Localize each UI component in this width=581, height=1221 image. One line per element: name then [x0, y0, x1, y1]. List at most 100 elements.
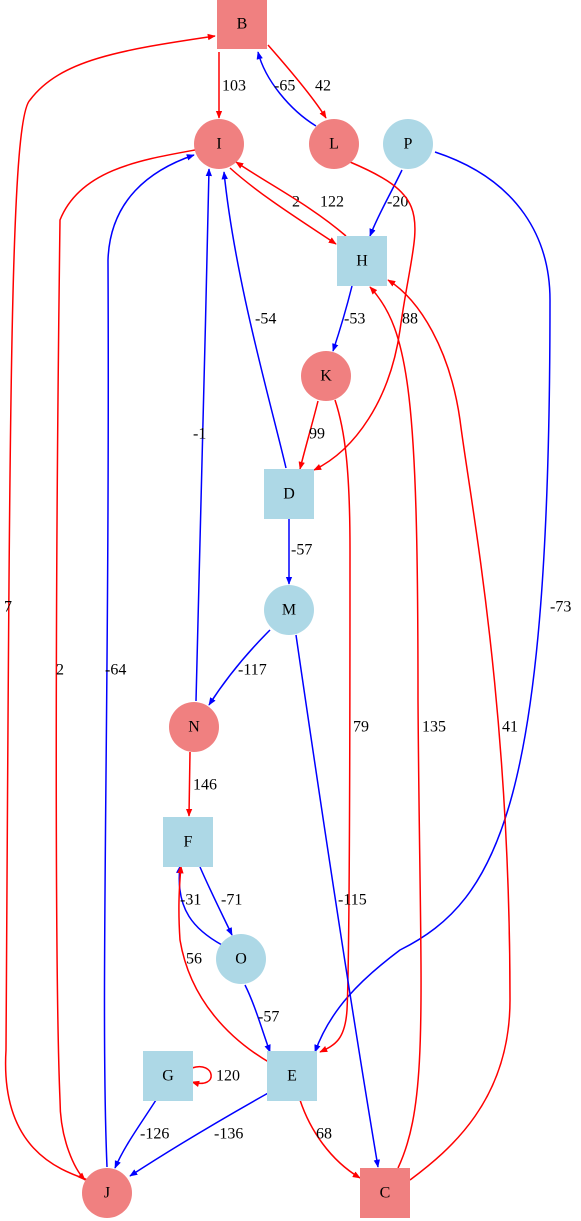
node-label: P	[404, 136, 413, 153]
edge-weight-label: -1	[193, 426, 206, 443]
edge-G-J: -126	[114, 1099, 169, 1169]
edge-weight-label: -136	[214, 1126, 243, 1143]
edge-line	[208, 629, 271, 706]
edge-B-I: 103	[215, 52, 246, 119]
edge-line	[256, 51, 317, 127]
edge-P-H: -20	[369, 169, 408, 237]
node-label: G	[162, 1068, 174, 1085]
node-label: F	[184, 834, 193, 851]
edge-E-F: 56	[177, 865, 273, 1065]
node-label: M	[282, 602, 296, 619]
node-circle	[82, 1168, 132, 1218]
edge-weight-label: -115	[338, 892, 367, 909]
edge-H-I: 122	[235, 161, 347, 237]
node-square	[267, 1051, 317, 1101]
node-circle	[194, 119, 244, 169]
edge-weight-label: -57	[258, 1009, 279, 1026]
edge-N-I: -1	[193, 168, 213, 702]
edge-L-D: 88	[313, 161, 418, 471]
edge-J-B: 7	[4, 33, 216, 1181]
edge-weight-label: 120	[216, 1068, 240, 1085]
node-G: G	[143, 1051, 193, 1101]
edge-weight-label: -31	[180, 892, 201, 909]
edge-line	[267, 44, 327, 119]
node-I: I	[194, 119, 244, 169]
node-circle	[169, 702, 219, 752]
node-label: B	[237, 16, 248, 33]
edge-weight-label: -64	[105, 662, 126, 679]
edge-weight-label: 99	[309, 426, 325, 443]
edge-line	[298, 400, 319, 470]
edge-E-J: -136	[129, 1091, 271, 1177]
edge-weight-label: 103	[222, 78, 246, 95]
node-circle	[264, 585, 314, 635]
node-square	[337, 236, 387, 286]
edge-weight-label: 42	[315, 78, 331, 95]
node-square	[163, 817, 213, 867]
node-J: J	[82, 1168, 132, 1218]
node-D: D	[264, 469, 314, 519]
edge-weight-label: 41	[502, 719, 518, 736]
node-circle	[301, 351, 351, 401]
edge-B-L: 42	[267, 44, 331, 119]
node-F: F	[163, 817, 213, 867]
edge-line	[55, 149, 196, 1181]
edge-line	[313, 161, 416, 471]
edge-weight-label: -126	[140, 1126, 169, 1143]
edge-line	[295, 634, 380, 1168]
edge-line	[235, 161, 347, 237]
edge-O-E: -57	[244, 984, 279, 1053]
edge-weight-label: 2	[292, 194, 300, 211]
edge-line	[103, 154, 195, 1168]
node-O: O	[216, 934, 266, 984]
edge-line	[185, 751, 193, 817]
node-square	[264, 469, 314, 519]
edge-weight-label: 7	[4, 599, 12, 616]
edge-I-H: 2	[229, 167, 337, 245]
node-L: L	[309, 119, 359, 169]
node-square	[217, 0, 267, 49]
edge-line	[387, 279, 511, 1181]
edge-weight-label: 88	[402, 311, 418, 328]
edge-N-F: 146	[185, 751, 217, 817]
node-label: K	[320, 368, 332, 385]
node-label: O	[235, 951, 247, 968]
node-P: P	[383, 119, 433, 169]
node-label: I	[216, 136, 221, 153]
node-circle	[383, 119, 433, 169]
edge-line	[369, 286, 422, 1169]
node-square	[360, 1168, 410, 1218]
edge-weight-label: 68	[316, 1126, 332, 1143]
node-circle	[216, 934, 266, 984]
node-circle	[309, 119, 359, 169]
edge-P-E: -73	[314, 151, 571, 1053]
edge-weight-label: 146	[193, 777, 217, 794]
edge-weight-label: 79	[353, 719, 369, 736]
edge-I-J: 2	[55, 149, 196, 1181]
edge-line	[244, 984, 271, 1053]
node-label: D	[283, 486, 295, 503]
edge-line	[319, 399, 351, 1053]
node-label: H	[356, 253, 368, 270]
edge-F-O: -71	[199, 866, 242, 936]
edge-line	[221, 171, 287, 469]
edge-O-F: -31	[176, 865, 223, 946]
edge-C-H: 41	[387, 279, 518, 1181]
node-label: N	[188, 719, 200, 736]
edge-weight-label: -53	[344, 311, 365, 328]
edge-M-C: -115	[295, 634, 380, 1168]
edge-line	[177, 865, 273, 1065]
edge-J-I: -64	[103, 154, 195, 1168]
edge-line	[229, 167, 337, 245]
edge-L-B: -65	[256, 51, 317, 127]
node-H: H	[337, 236, 387, 286]
node-label: C	[380, 1185, 391, 1202]
edge-weight-label: 122	[320, 194, 344, 211]
edge-C-H: 135	[369, 286, 446, 1169]
edge-weight-label: -65	[274, 78, 295, 95]
edge-weight-label: -71	[221, 892, 242, 909]
node-B: B	[217, 0, 267, 49]
edge-line	[199, 866, 233, 936]
